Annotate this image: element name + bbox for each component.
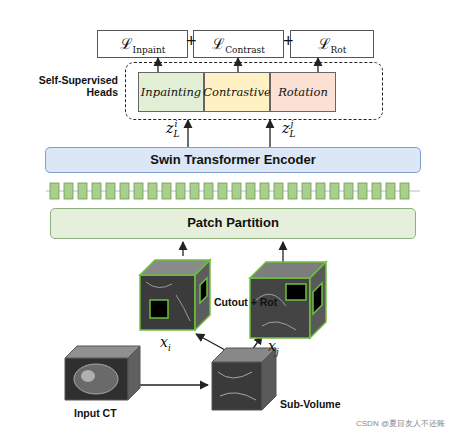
input-ct-volume xyxy=(65,346,140,400)
partition-band: Patch Partition xyxy=(50,208,416,239)
connector-arrow xyxy=(157,58,158,72)
head-box: Rotation xyxy=(270,72,336,112)
subvolume-label: Sub-Volume xyxy=(280,398,340,410)
connector-arrow xyxy=(187,120,188,147)
node-text: Patch Partition xyxy=(187,216,279,230)
augmented-cube-left xyxy=(140,260,210,330)
heads-group: Self-Supervised HeadsInpaintingContrasti… xyxy=(125,62,383,120)
loss-box: ℒRot xyxy=(290,30,374,58)
plus-sign: + xyxy=(283,31,294,52)
node-text: Rotation xyxy=(278,86,328,99)
connector-arrow xyxy=(237,58,238,72)
view-label: xj xyxy=(268,338,279,354)
node-text: ℒRot xyxy=(318,36,347,53)
loss-box: ℒInpaint xyxy=(97,30,188,58)
token-row xyxy=(46,183,420,199)
loss-box: ℒContrast xyxy=(193,30,284,58)
node-text: ℒInpaint xyxy=(120,36,166,53)
sub-volume-cube xyxy=(212,348,276,410)
encoder-band: Swin Transformer Encoder xyxy=(45,147,421,173)
view-label: xi xyxy=(160,334,171,350)
connector-arrow xyxy=(269,120,270,147)
node-text: Swin Transformer Encoder xyxy=(150,153,315,167)
group-heading: Self-Supervised Heads xyxy=(34,75,118,98)
augment-label: Cutout + Rot xyxy=(214,296,277,308)
edge-label: zLj xyxy=(282,120,293,136)
watermark: CSDN @夏目友人不还账 xyxy=(356,418,445,429)
head-box: Inpainting xyxy=(138,72,204,112)
node-text: Inpainting xyxy=(141,86,201,99)
node-text: Contrastive xyxy=(203,86,271,99)
plus-sign: + xyxy=(186,31,197,52)
node-text: ℒContrast xyxy=(212,36,265,53)
connector-arrow xyxy=(317,58,318,72)
input-label: Input CT xyxy=(74,407,117,419)
edge-label: zLi xyxy=(166,120,177,136)
head-box: Contrastive xyxy=(204,72,270,112)
